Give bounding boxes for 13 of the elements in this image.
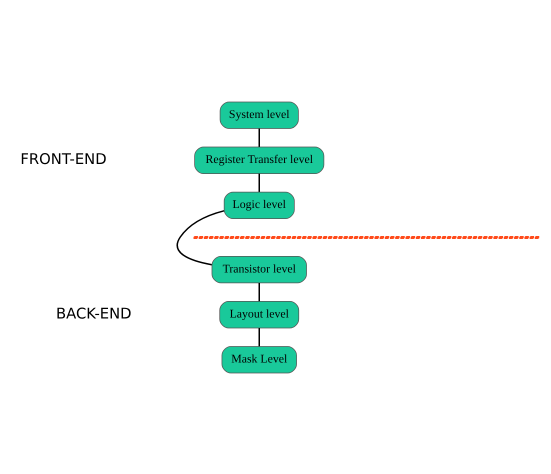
connector	[258, 128, 260, 146]
connector	[176, 210, 224, 265]
node-box: Layout level	[219, 300, 300, 328]
label: BACK-END	[56, 304, 132, 322]
node-box: Mask Level	[222, 346, 297, 373]
node-box: Logic level	[224, 191, 295, 219]
connector	[258, 282, 260, 301]
node-box: Transistor level	[212, 255, 307, 283]
label: FRONT-END	[20, 150, 107, 168]
node-box: System level	[220, 101, 299, 128]
connector	[258, 173, 260, 192]
connector	[258, 328, 260, 346]
node-box: Register Transfer level	[194, 146, 324, 174]
